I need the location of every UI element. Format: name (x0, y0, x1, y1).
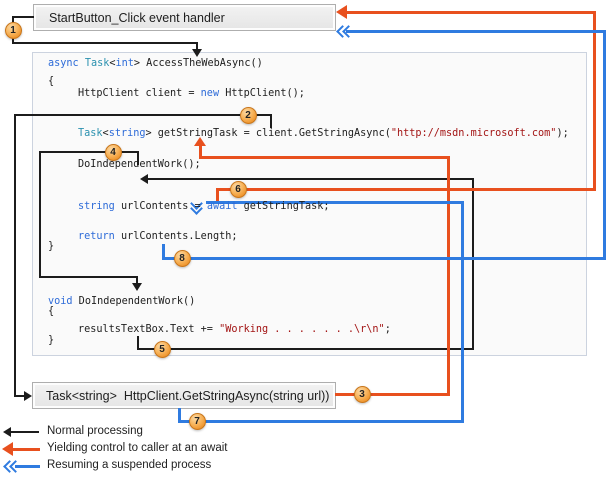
step-badge-6: 6 (229, 180, 247, 198)
flow-line (14, 395, 26, 397)
getstringasync-label: Task<string> HttpClient.GetStringAsync(s… (46, 388, 330, 403)
legend-resume-label: Resuming a suspended process (47, 459, 212, 471)
flow-line (602, 29, 606, 260)
step-badge-4: 4 (104, 143, 122, 161)
arrowhead-right-icon (24, 391, 32, 401)
code-line: HttpClient client = new HttpClient(); (78, 88, 305, 99)
flow-line (334, 392, 450, 396)
flow-line (14, 114, 272, 116)
step-badge-5: 5 (153, 340, 171, 358)
flow-line (137, 336, 139, 350)
code-line: { (48, 76, 55, 87)
step-badge-3: 3 (353, 385, 371, 403)
flow-line (9, 431, 39, 433)
arrowhead-up-icon (194, 137, 206, 146)
arrowhead-left-icon (140, 174, 148, 184)
start-button-handler-box: StartButton_Click event handler (33, 4, 336, 31)
code-block-panel (32, 52, 587, 356)
flow-line (14, 464, 40, 468)
legend-normal-label: Normal processing (47, 425, 143, 437)
code-line: } (48, 335, 55, 346)
arrowhead-down-icon (192, 49, 202, 57)
flow-line (136, 276, 138, 285)
flow-line (592, 10, 596, 191)
arrowhead-left-icon (2, 442, 13, 456)
flow-line (205, 200, 464, 204)
flow-line (137, 348, 474, 350)
flow-line (39, 151, 139, 153)
flow-line (446, 155, 450, 396)
flow-line (198, 155, 450, 159)
code-line: void DoIndependentWork() (48, 296, 196, 307)
flow-line (344, 10, 596, 14)
code-line: resultsTextBox.Text += "Working . . . . … (78, 324, 391, 335)
arrowhead-left-icon (3, 427, 11, 437)
flow-line (12, 42, 198, 44)
step-badge-8: 8 (173, 249, 191, 267)
flow-line (14, 114, 16, 397)
flow-line (196, 42, 198, 51)
flow-line (460, 200, 464, 423)
code-line: async Task<int> AccessTheWebAsync() (48, 58, 263, 69)
step-badge-2: 2 (239, 106, 257, 124)
flow-line (137, 151, 139, 165)
code-line: } (48, 241, 55, 252)
flow-line (39, 151, 41, 278)
code-line: return urlContents.Length; (78, 231, 238, 242)
arrowhead-down-icon (132, 283, 142, 291)
flow-line (345, 29, 606, 33)
flow-line (161, 256, 606, 260)
code-line: DoIndependentWork(); (78, 159, 201, 170)
flow-line (215, 187, 596, 191)
flow-line (270, 114, 272, 128)
flow-line (161, 243, 165, 260)
flow-line (177, 419, 464, 423)
step-badge-7: 7 (188, 412, 206, 430)
code-line: string urlContents = await getStringTask… (78, 201, 330, 212)
flow-line (177, 407, 181, 423)
flow-line (147, 178, 474, 180)
code-line: Task<string> getStringTask = client.GetS… (78, 128, 569, 139)
flow-line (9, 447, 40, 451)
getstringasync-box: Task<string> HttpClient.GetStringAsync(s… (32, 382, 336, 409)
code-line: { (48, 306, 55, 317)
start-button-handler-label: StartButton_Click event handler (49, 10, 225, 25)
flow-line (39, 276, 138, 278)
flow-line (12, 16, 34, 18)
flow-line (198, 144, 202, 159)
legend-yield-label: Yielding control to caller at an await (47, 442, 228, 454)
flow-line (472, 178, 474, 350)
step-badge-1: 1 (4, 21, 22, 39)
flow-line (215, 187, 219, 202)
arrowhead-left-icon (336, 5, 347, 19)
